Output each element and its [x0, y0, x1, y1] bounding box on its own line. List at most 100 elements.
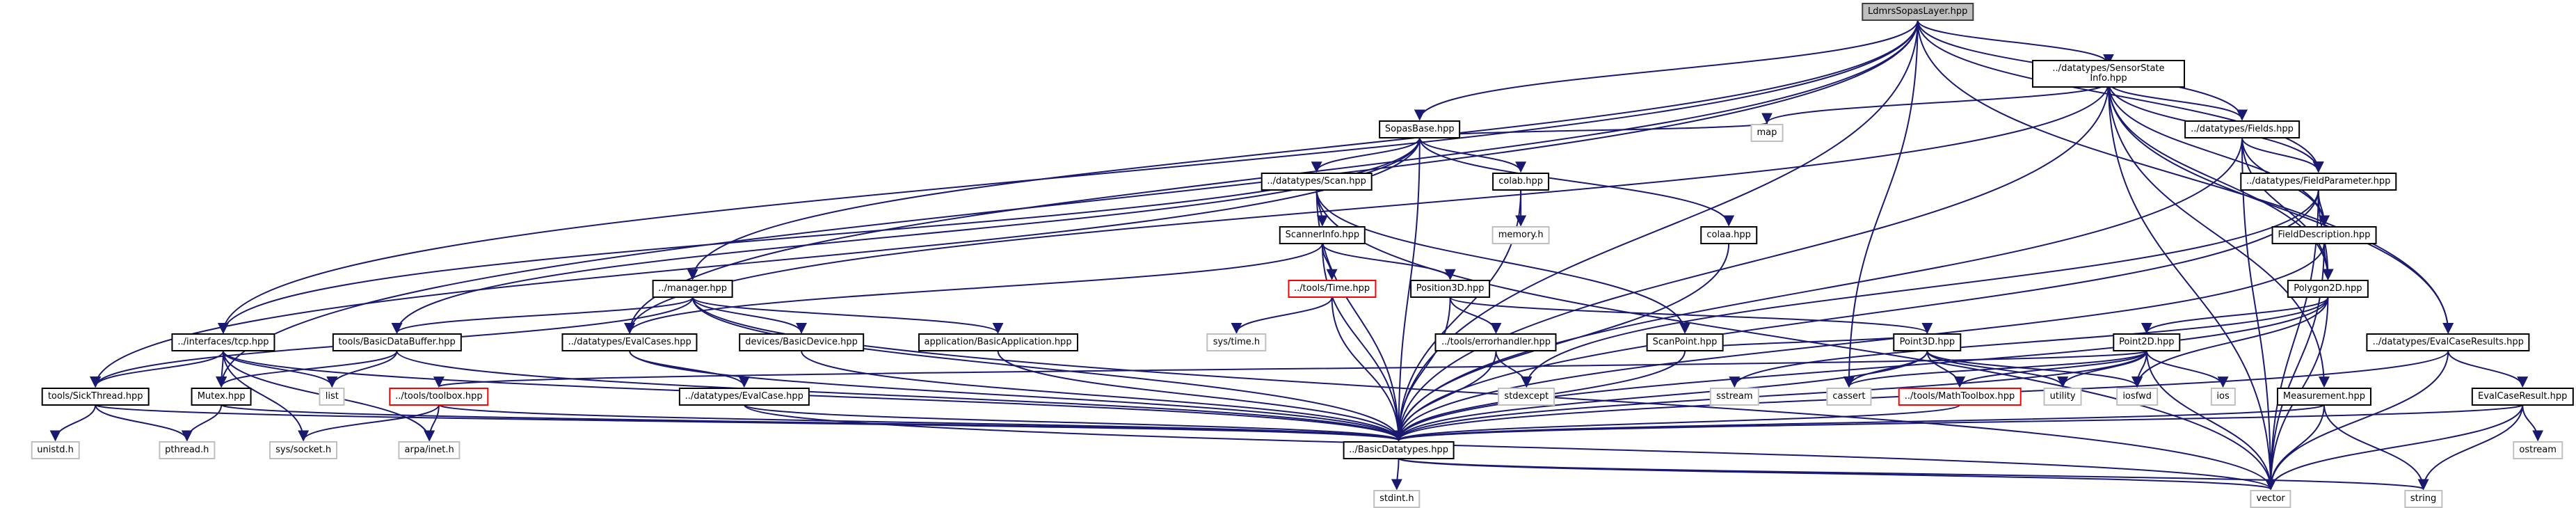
edge-time-to-basicdt: [1331, 297, 1405, 442]
graph-node-colaa[interactable]: colaa.hpp: [1700, 225, 1757, 244]
graph-node-evalcaseresults[interactable]: ../datatypes/EvalCaseResults.hpp: [2366, 333, 2530, 352]
graph-node-list: list: [319, 387, 345, 406]
edge-root-to-fieldparam: [1917, 19, 2324, 173]
graph-node-point3d[interactable]: Point3D.hpp: [1893, 333, 1962, 352]
graph-node-mutex[interactable]: Mutex.hpp: [191, 387, 252, 406]
graph-node-root[interactable]: LdmrsSopasLayer.hpp: [1861, 2, 1974, 21]
edge-ssi-to-basicdt: [1393, 82, 2109, 442]
edge-polygon2d-to-point2d: [2141, 296, 2329, 334]
graph-node-sickthread[interactable]: tools/SickThread.hpp: [41, 387, 150, 406]
graph-node-point2d[interactable]: Point2D.hpp: [2113, 333, 2181, 352]
graph-node-evalcaseresult[interactable]: EvalCaseResult.hpp: [2472, 387, 2574, 406]
edge-sopasbase-to-colaa: [1418, 137, 1735, 227]
edge-toolbox-to-inet: [424, 404, 440, 442]
graph-node-manager[interactable]: ../manager.hpp: [652, 280, 734, 299]
graph-node-vector: vector: [2250, 489, 2291, 508]
graph-node-string: string: [2403, 489, 2443, 508]
graph-node-basicapp[interactable]: application/BasicApplication.hpp: [918, 333, 1078, 352]
edge-polygon2d-to-iosfwd: [2131, 297, 2329, 388]
graph-node-pthread: pthread.h: [159, 440, 216, 459]
edge-tcp-to-sickthread: [90, 350, 224, 388]
edge-evalcase-to-vector: [743, 404, 2276, 491]
edge-measurement-to-vector: [2265, 404, 2325, 491]
edge-scannerinfo-to-basicdt: [1321, 243, 1405, 442]
edge-basicdt-to-string: [1398, 457, 2429, 491]
edge-root-to-ssi: [1917, 19, 2114, 65]
edge-sickthread-to-unistd: [49, 404, 97, 442]
edge-sickthread-to-basicdt: [95, 404, 1404, 442]
graph-node-stdexcept: stdexcept: [1498, 387, 1555, 406]
graph-node-map: map: [1750, 123, 1784, 142]
edge-point2d-to-basicdt: [1393, 351, 2147, 442]
graph-node-measurement[interactable]: Measurement.hpp: [2276, 387, 2371, 406]
graph-node-socket: sys/socket.h: [269, 440, 338, 459]
edge-errorhandler-to-stdexcept: [1495, 351, 1533, 388]
edge-evalcaseresult-to-vector: [2265, 404, 2524, 491]
graph-node-errorhandler[interactable]: ../tools/errorhandler.hpp: [1434, 333, 1557, 352]
graph-node-time[interactable]: ../tools/Time.hpp: [1288, 280, 1377, 299]
edge-manager-to-basicdevice: [691, 296, 807, 334]
edge-sopasbase-to-scan: [1311, 137, 1421, 173]
graph-node-colab[interactable]: colab.hpp: [1492, 172, 1550, 191]
edge-sopasbase-to-databuffer: [391, 137, 1421, 334]
graph-node-fieldparam[interactable]: ../datatypes/FieldParameter.hpp: [2239, 172, 2397, 191]
edge-ssi-to-evalcaseresults: [2107, 82, 2454, 334]
edge-point2d-to-cassert: [1843, 350, 2147, 388]
graph-node-polygon2d[interactable]: Polygon2D.hpp: [2287, 280, 2369, 299]
graph-node-scannerinfo[interactable]: ScannerInfo.hpp: [1279, 225, 1366, 244]
edge-root-to-basicdt: [1393, 19, 1919, 442]
graph-node-utility: utility: [2043, 387, 2082, 406]
graph-node-scanpoint[interactable]: ScanPoint.hpp: [1646, 333, 1724, 352]
graph-node-toolbox[interactable]: ../tools/toolbox.hpp: [389, 387, 489, 406]
edge-ssi-to-vector: [2107, 82, 2277, 491]
edge-root-to-manager: [687, 19, 1919, 280]
edge-sopasbase-to-tcp: [218, 137, 1421, 334]
edge-manager-to-vector: [691, 297, 2276, 491]
graph-node-unistd: unistd.h: [31, 440, 80, 459]
edge-mutex-to-basicdt: [221, 404, 1404, 442]
graph-node-ostream: ostream: [2513, 440, 2563, 459]
edge-manager-to-basicapp: [691, 296, 1004, 334]
edge-evalcaseresults-to-vector: [2265, 351, 2449, 491]
graph-node-tcp[interactable]: ../interfaces/tcp.hpp: [171, 333, 275, 352]
graph-node-sopasbase[interactable]: SopasBase.hpp: [1378, 120, 1461, 138]
edge-tcp-to-socket: [222, 351, 310, 442]
edge-manager-to-databuffer: [391, 296, 694, 334]
edge-basicdevice-to-basicdt: [801, 351, 1405, 442]
edge-time-to-systime: [1231, 296, 1333, 334]
edge-evalcaseresult-to-basicdt: [1393, 404, 2524, 442]
edge-manager-to-basicdt: [691, 297, 1405, 442]
edge-root-to-tcp: [218, 19, 1919, 334]
edge-basicapp-to-basicdt: [997, 351, 1405, 442]
edge-basicdt-to-stdint: [1391, 458, 1402, 491]
graph-node-fielddesc[interactable]: FieldDescription.hpp: [2271, 225, 2377, 244]
edge-polygon2d-to-sstream: [1729, 296, 2329, 388]
graph-node-basicdt[interactable]: ../BasicDatatypes.hpp: [1343, 440, 1455, 459]
edge-tcp-to-basicdt: [222, 350, 1405, 442]
edge-measurement-to-string: [2323, 404, 2429, 491]
graph-node-iosfwd: iosfwd: [2116, 387, 2158, 406]
graph-node-inet: arpa/inet.h: [398, 440, 461, 459]
graph-node-databuffer[interactable]: tools/BasicDataBuffer.hpp: [332, 333, 462, 352]
edge-fields-to-fieldparam: [2241, 137, 2324, 173]
graph-node-memory: memory.h: [1491, 225, 1550, 244]
edge-root-to-cassert: [1843, 19, 1919, 388]
edge-evalcaseresult-to-ostream: [2522, 404, 2544, 442]
graph-node-position3d[interactable]: Position3D.hpp: [1409, 280, 1491, 299]
graph-node-mathtoolbox[interactable]: ../tools/MathToolbox.hpp: [1898, 387, 2022, 406]
edge-ssi-to-map: [1761, 81, 2109, 125]
graph-node-scan[interactable]: ../datatypes/Scan.hpp: [1261, 172, 1373, 191]
graph-node-basicdevice[interactable]: devices/BasicDevice.hpp: [739, 333, 864, 352]
edge-position3d-to-point3d: [1449, 296, 1933, 334]
edge-root-to-sopasbase: [1414, 19, 1919, 121]
graph-node-fields[interactable]: ../datatypes/Fields.hpp: [2184, 120, 2300, 138]
graph-node-evalcase[interactable]: ../datatypes/EvalCase.hpp: [678, 387, 810, 406]
edge-point3d-to-iosfwd: [1926, 350, 2143, 388]
edge-databuffer-to-mutex: [216, 350, 398, 388]
edge-point3d-to-basicdt: [1393, 351, 1928, 442]
edge-databuffer-to-list: [326, 351, 398, 388]
graph-node-evalcases[interactable]: ../datatypes/EvalCases.hpp: [561, 333, 698, 352]
edge-scannerinfo-to-evalcases: [624, 243, 1323, 334]
